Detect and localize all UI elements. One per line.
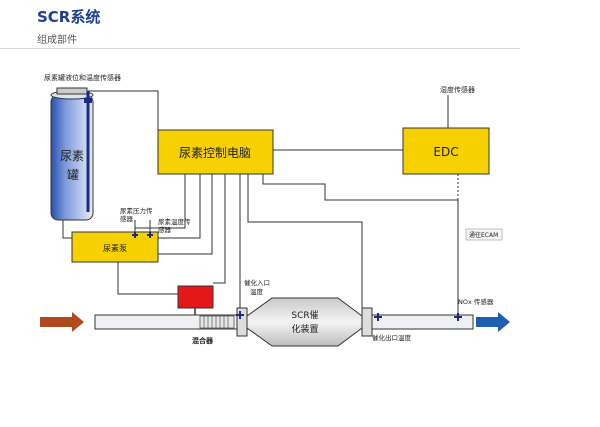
humidity-sensor-label: 湿度传感器 [440,85,475,94]
edc-label: EDC [433,145,458,159]
pressure-sensor-label-line2: 感器 [120,214,134,223]
outlet-temp-label: 催化出口温度 [372,333,412,342]
temp-sensor-label-line2: 感器 [158,225,172,234]
pump-label: 尿素泵 [103,243,127,253]
exhaust-sensor-markers [236,311,462,321]
urea-control-computer [157,129,274,175]
dosing-module [177,285,214,309]
ecam-label: 通往ECAM [469,231,498,239]
mixer-label: 混合器 [192,336,214,345]
page-subtitle: 组成部件 [37,35,77,46]
ecam-tag [465,228,503,241]
mixer [199,315,235,329]
page-title: SCR系统 [37,8,101,26]
exhaust-in-arrow [40,312,84,332]
catalyst-label-line2: 化装置 [291,323,318,335]
tank-label-line2: 罐 [67,168,79,182]
urea-pump [71,231,159,263]
edc-unit [402,127,490,175]
pressure-sensor-label-line1: 尿素压力传 [120,206,153,215]
temp-sensor-label-line1: 尿素温度传 [158,217,191,226]
inlet-temp-label-line1: 催化入口 [244,278,270,287]
exhaust-out-arrow [476,312,510,332]
inlet-temp-label-line2: 温度 [250,287,264,296]
wiring [62,90,459,317]
urea-tank [50,87,94,221]
header-divider [0,48,520,49]
pump-sensor-markers [132,232,153,238]
nox-sensor-label: NOx 传感器 [458,297,494,306]
controller-label: 尿素控制电脑 [179,146,251,160]
tank-label-line1: 尿素 [60,149,84,163]
catalyst-label-line1: SCR催 [291,309,318,321]
tank-sensor-label: 尿素罐液位和温度传感器 [44,73,121,82]
scr-catalyst [236,297,373,347]
